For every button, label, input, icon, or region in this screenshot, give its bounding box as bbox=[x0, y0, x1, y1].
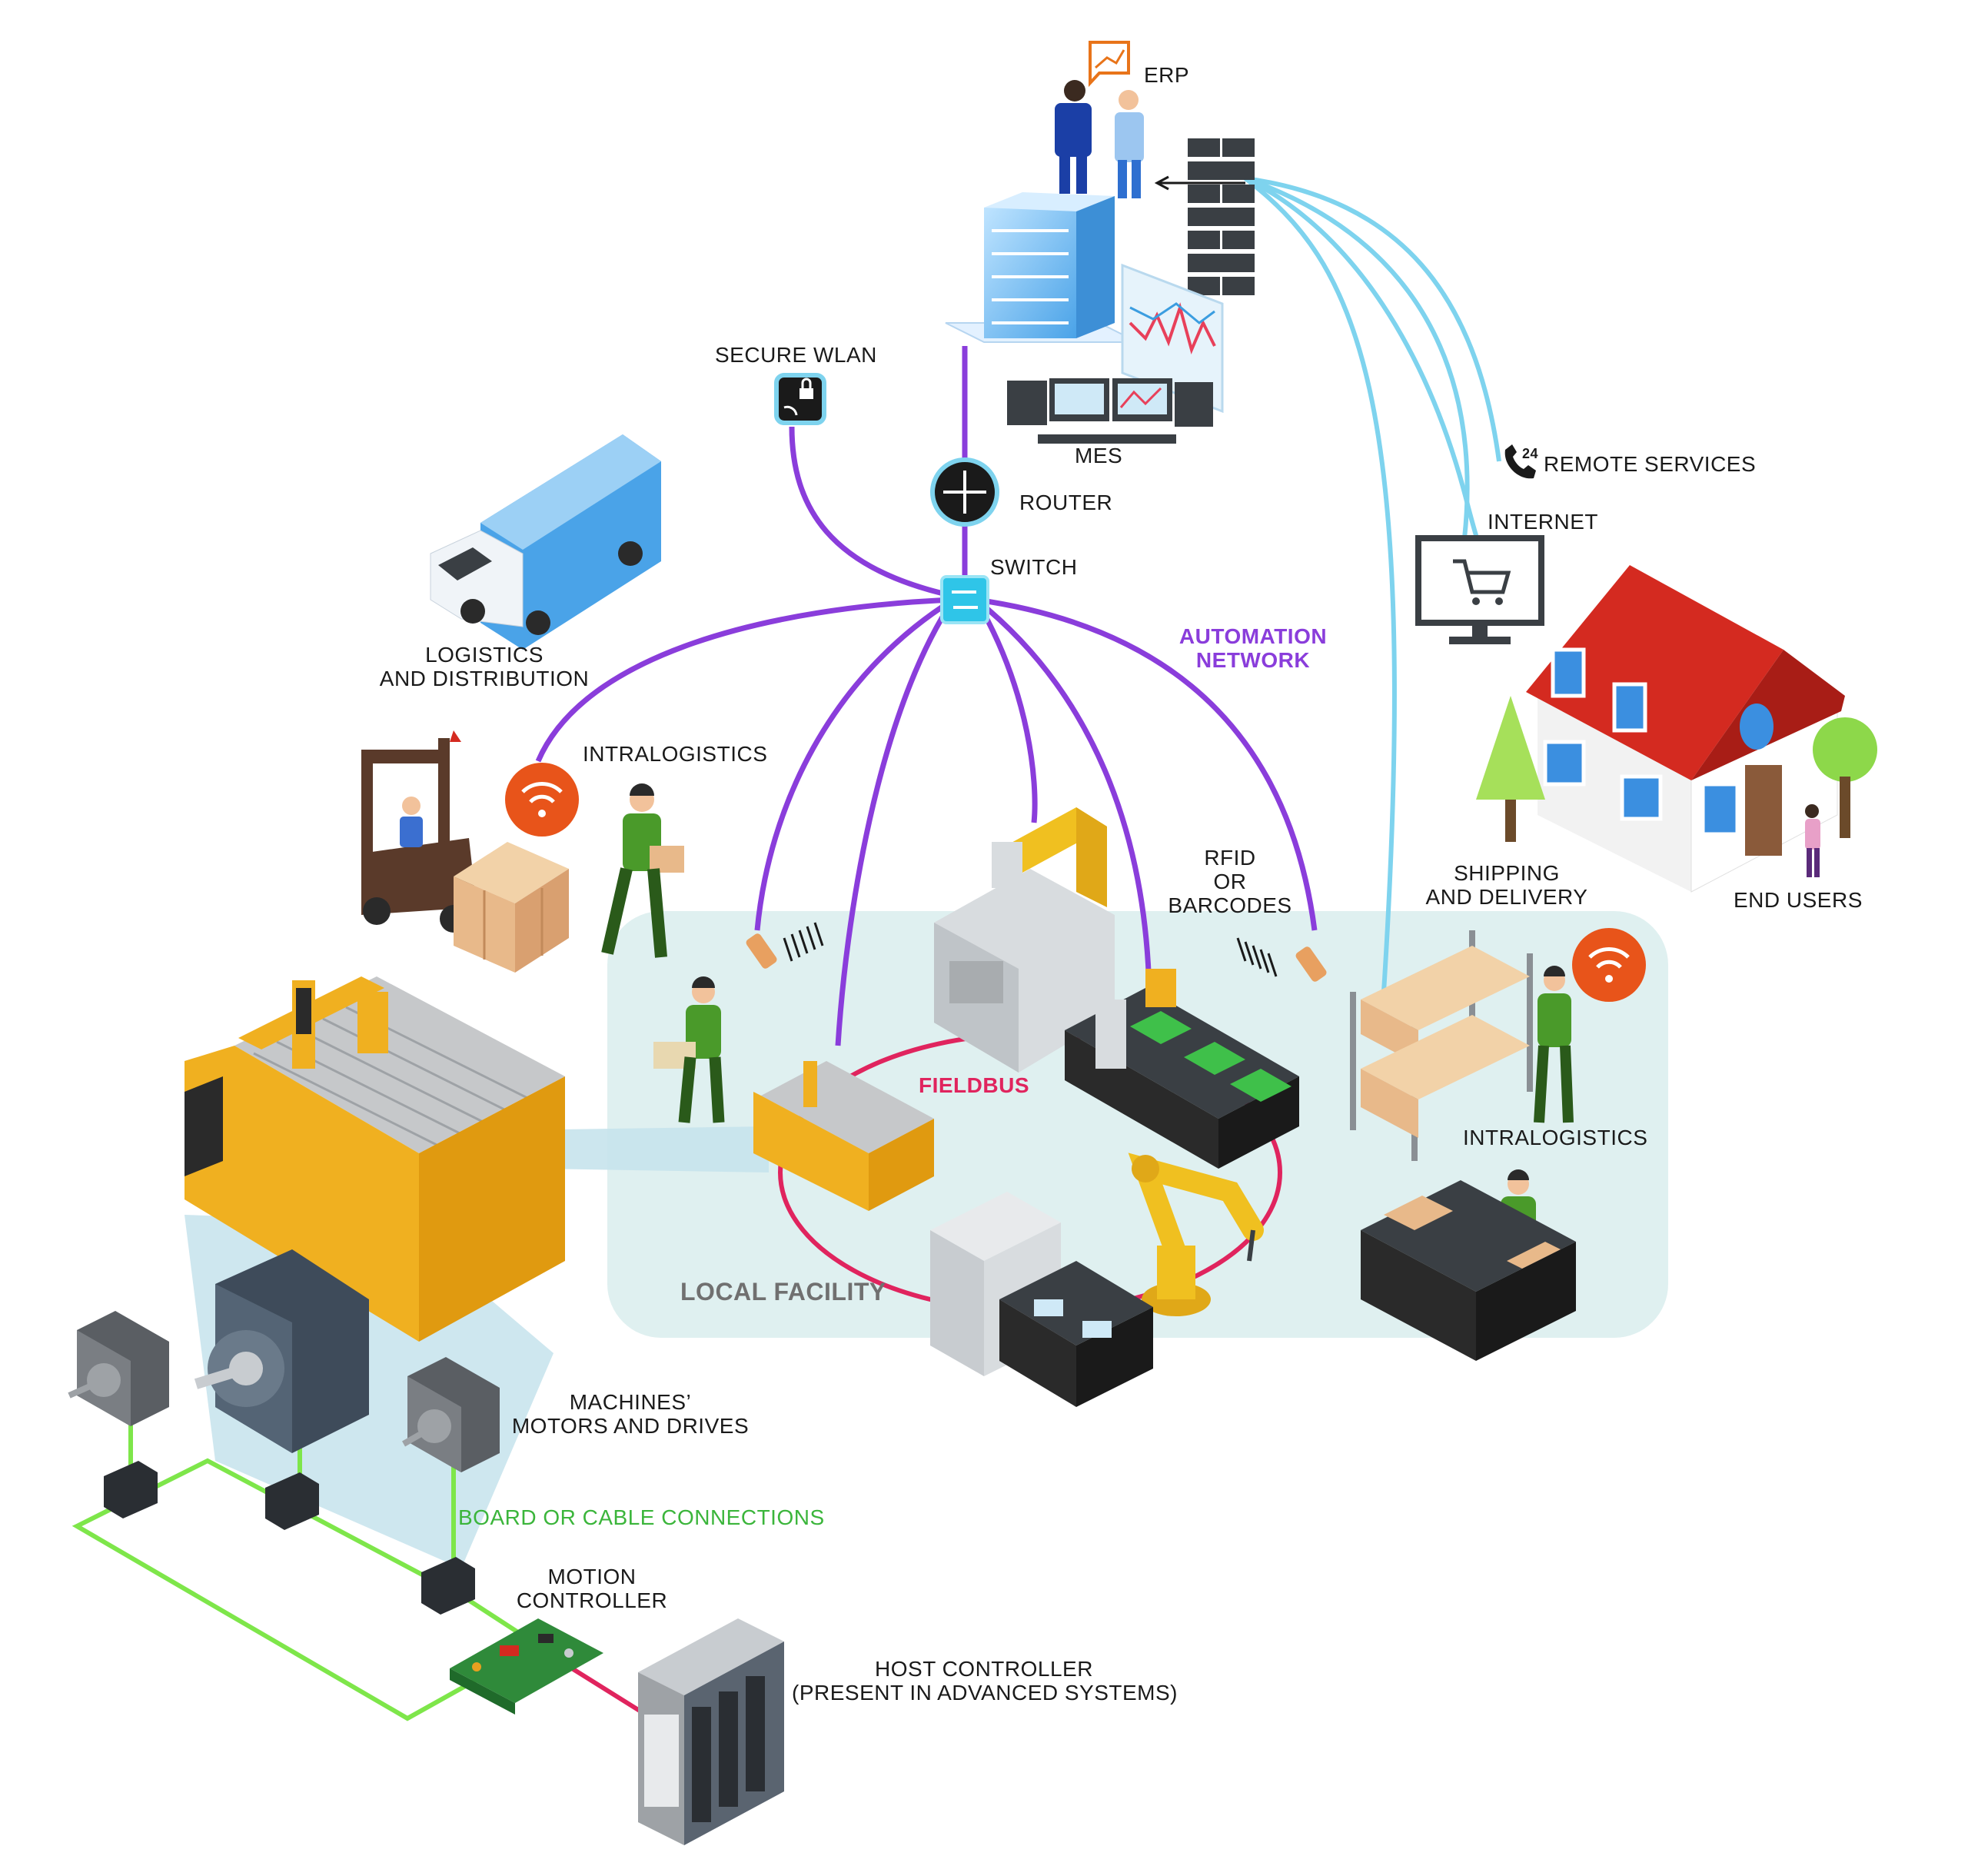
board-connections-label: BOARD OR CABLE CONNECTIONS bbox=[458, 1505, 825, 1529]
motion-controller-label: MOTION CONTROLLER bbox=[507, 1565, 676, 1612]
worker-icon bbox=[653, 976, 725, 1123]
boxes-icon bbox=[454, 842, 569, 973]
truck-icon bbox=[430, 434, 661, 650]
router-icon bbox=[930, 457, 999, 527]
worker-icon bbox=[1534, 966, 1574, 1123]
remote-services-badge: 24 bbox=[1522, 446, 1539, 461]
internet-label: INTERNET bbox=[1488, 510, 1598, 534]
automation-network-label: AUTOMATION NETWORK bbox=[1176, 624, 1330, 672]
intralogistics-right-label: INTRALOGISTICS bbox=[1463, 1126, 1648, 1149]
drive-module-icon bbox=[265, 1472, 319, 1530]
barcode-scanner-icon bbox=[746, 922, 824, 969]
logistics-label-line1: LOGISTICS bbox=[425, 643, 544, 667]
erp-people-icon bbox=[1055, 41, 1144, 198]
drive-module-icon bbox=[104, 1461, 158, 1518]
robot-arm-icon bbox=[1128, 1153, 1264, 1316]
automation-network-line2: NETWORK bbox=[1195, 648, 1311, 672]
inspection-machine-icon bbox=[930, 1192, 1153, 1407]
wlan-lock-icon bbox=[774, 373, 826, 425]
motion-label-line2: CONTROLLER bbox=[516, 1588, 668, 1612]
remote-services-label: REMOTE SERVICES bbox=[1544, 452, 1757, 476]
erp-label: ERP bbox=[1144, 63, 1190, 87]
motors-label-line1: MACHINES’ bbox=[569, 1390, 692, 1414]
shipping-label-line1: SHIPPING bbox=[1454, 861, 1560, 885]
mes-label: MES bbox=[1075, 444, 1123, 467]
stepper-motor-icon bbox=[68, 1311, 169, 1426]
motors-label-line2: MOTORS AND DRIVES bbox=[511, 1414, 750, 1438]
warehouse-shelf-icon bbox=[1350, 930, 1533, 1161]
rfid-barcodes-label: RFID OR BARCODES bbox=[1161, 846, 1299, 917]
host-label-line1: HOST CONTROLLER bbox=[875, 1657, 1093, 1681]
host-label-line2: (PRESENT IN ADVANCED SYSTEMS) bbox=[792, 1681, 1178, 1705]
host-controller-plc-icon bbox=[638, 1618, 784, 1845]
server-rack-icon bbox=[945, 192, 1139, 343]
stepper-motor-icon bbox=[402, 1357, 500, 1472]
fieldbus-label: FIELDBUS bbox=[919, 1073, 1029, 1097]
cnc-machine-icon bbox=[753, 1061, 934, 1211]
analytics-screen-icon bbox=[1121, 263, 1224, 414]
wifi-icon bbox=[505, 763, 579, 837]
switch-icon bbox=[940, 575, 989, 624]
shipping-label-line2: AND DELIVERY bbox=[1425, 885, 1588, 909]
shipping-delivery-label: SHIPPING AND DELIVERY bbox=[1407, 861, 1607, 909]
automation-network-line1: AUTOMATION bbox=[1178, 624, 1328, 648]
motion-label-line1: MOTION bbox=[547, 1565, 637, 1588]
firewall-arrow bbox=[1154, 175, 1245, 191]
wifi-icon bbox=[1572, 928, 1646, 1002]
local-facility-label: LOCAL FACILITY bbox=[680, 1278, 886, 1306]
packing-conveyor-icon bbox=[1361, 1180, 1576, 1361]
gantry-machine-icon bbox=[934, 807, 1115, 1073]
house-icon bbox=[1526, 565, 1845, 893]
conveyor-icon bbox=[1065, 969, 1299, 1169]
servo-motor-icon bbox=[194, 1249, 369, 1453]
cnc-machine-icon bbox=[184, 976, 565, 1342]
router-label: ROUTER bbox=[1019, 491, 1113, 514]
intralogistics-top-label: INTRALOGISTICS bbox=[583, 742, 768, 766]
trees-icon bbox=[1476, 696, 1877, 842]
switch-label: SWITCH bbox=[990, 555, 1078, 579]
drive-module-icon bbox=[421, 1557, 475, 1615]
logistics-label-line2: AND DISTRIBUTION bbox=[379, 667, 590, 690]
host-controller-label: HOST CONTROLLER (PRESENT IN ADVANCED SYS… bbox=[792, 1657, 1178, 1705]
motion-controller-board-icon bbox=[450, 1618, 603, 1715]
phone-icon bbox=[1504, 444, 1536, 479]
motors-drives-label: MACHINES’ MOTORS AND DRIVES bbox=[507, 1390, 753, 1438]
secure-wlan-label: SECURE WLAN bbox=[715, 343, 877, 367]
automation-network-links bbox=[535, 346, 1318, 1046]
firewall-icon bbox=[1188, 138, 1255, 295]
barcode-scanner-icon bbox=[1236, 937, 1327, 982]
worker-icon bbox=[601, 783, 684, 958]
rfid-label-line1: RFID bbox=[1204, 846, 1256, 870]
forklift-icon bbox=[361, 730, 477, 933]
shopping-cart-monitor-icon bbox=[1415, 535, 1544, 644]
end-user-icon bbox=[1805, 804, 1820, 877]
logistics-label: LOGISTICS AND DISTRIBUTION bbox=[377, 643, 592, 690]
end-users-label: END USERS bbox=[1734, 888, 1863, 912]
rfid-label-line3: BARCODES bbox=[1168, 893, 1292, 917]
rfid-label-line2: OR bbox=[1213, 870, 1247, 893]
zoom-cone-cnc bbox=[507, 1126, 769, 1172]
mes-monitors-icon bbox=[1007, 378, 1213, 444]
